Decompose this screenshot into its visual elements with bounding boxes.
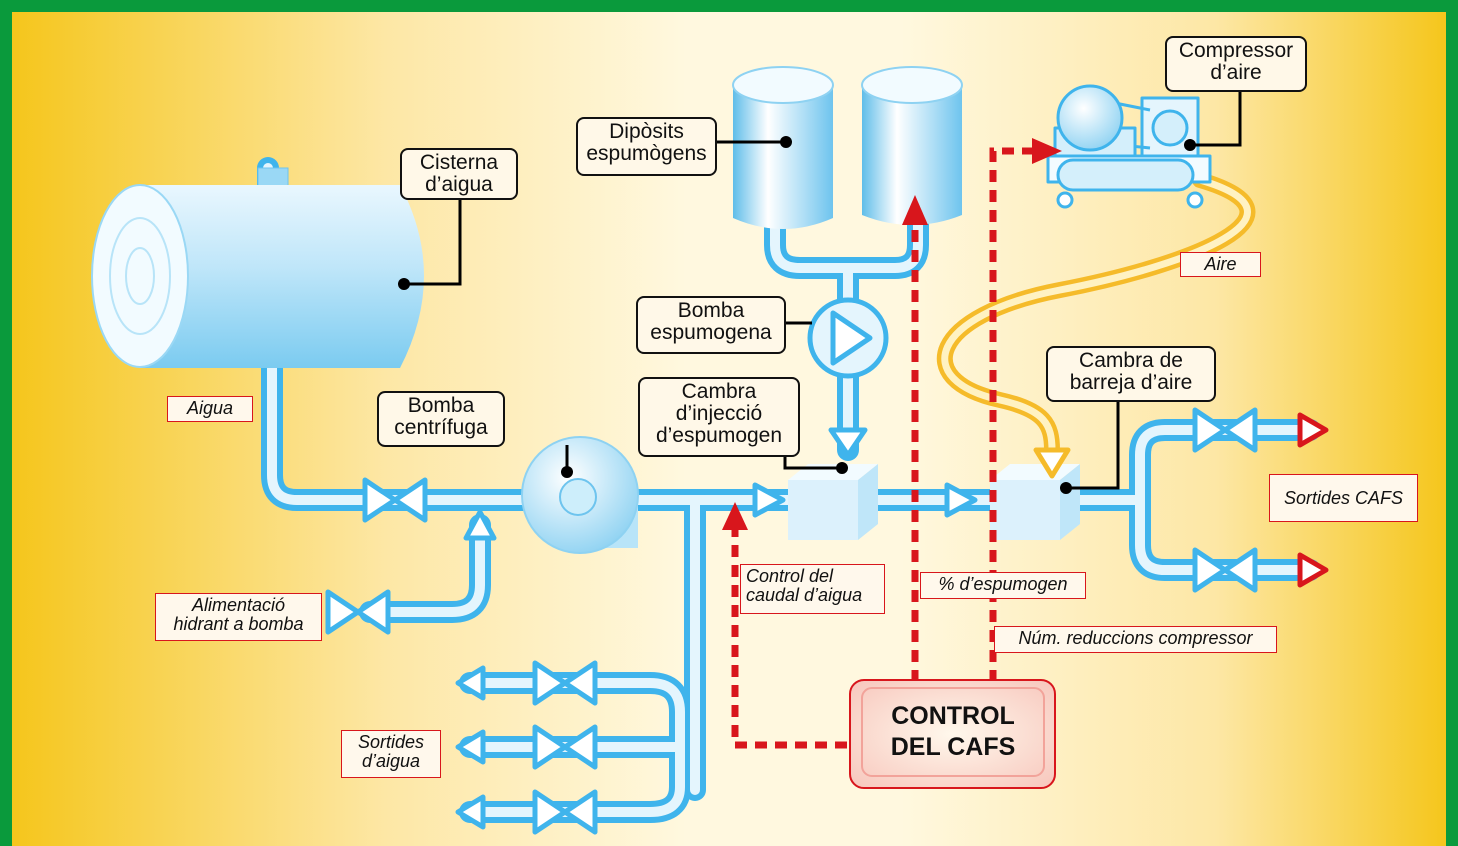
- tag-water-flow-control: Control del caudal d’aigua: [740, 564, 885, 614]
- tag-water-outlets-line2: d’aigua: [361, 750, 421, 771]
- foam-pump-symbol: [807, 297, 889, 379]
- tag-compressor-reductions: Núm. reduccions compressor: [994, 626, 1277, 653]
- label-foam-tanks-line2: espumògens: [586, 142, 707, 166]
- label-mixing-chamber: Cambra de barreja d’aire: [1046, 346, 1216, 402]
- label-cistern: Cisterna d’aigua: [400, 148, 518, 200]
- tag-water-text: Aigua: [186, 398, 234, 418]
- flow-arrows: [455, 427, 978, 830]
- cafs-outlet-arrows: [1297, 412, 1329, 588]
- label-foam-pump-line1: Bomba: [677, 299, 745, 322]
- label-centrifugal-pump-line1: Bomba: [407, 394, 475, 417]
- tag-hydrant-feed: Alimentació hidrant a bomba: [155, 593, 322, 641]
- label-mixing-chamber-line1: Cambra de: [1079, 349, 1183, 372]
- label-centrifugal-pump: Bomba centrífuga: [377, 391, 505, 447]
- water-cistern: [91, 167, 424, 368]
- air-compressor: [1046, 84, 1212, 209]
- label-cistern-line2: d’aigua: [425, 173, 493, 197]
- tag-compressor-reductions-text: Núm. reduccions compressor: [1018, 628, 1253, 648]
- tag-foam-percent-text: % d’espumogen: [938, 574, 1068, 594]
- tag-water-outlets-line1: Sortides: [357, 732, 425, 752]
- label-injection-chamber: Cambra d’injecció d’espumogen: [638, 377, 800, 457]
- tag-hydrant-feed-line1: Alimentació: [191, 595, 286, 615]
- control-lines: [731, 147, 1040, 749]
- centrifugal-pump: [521, 436, 639, 554]
- control-box-shape: [849, 679, 1056, 789]
- label-foam-pump: Bomba espumogena: [636, 296, 786, 354]
- tag-foam-percent: % d’espumogen: [920, 572, 1086, 599]
- cafs-control-unit: CONTROL DEL CAFS: [862, 688, 1044, 776]
- air-inlet-arrow: [1033, 447, 1071, 479]
- control-arrowheads: [722, 138, 1062, 530]
- label-foam-pump-line2: espumogena: [650, 321, 772, 345]
- cafs-control-line2: DEL CAFS: [890, 733, 1016, 761]
- tag-hydrant-feed-line2: hidrant a bomba: [173, 613, 304, 634]
- tag-water-flow-control-line1: Control del: [746, 566, 834, 586]
- label-centrifugal-pump-line2: centrífuga: [394, 416, 488, 440]
- label-mixing-chamber-line2: barreja d’aire: [1069, 371, 1193, 395]
- tag-water-outlets: Sortides d’aigua: [341, 730, 441, 778]
- label-injection-chamber-line2: d’injecció: [675, 402, 763, 426]
- label-injection-chamber-line3: d’espumogen: [655, 424, 783, 448]
- tag-water: Aigua: [167, 396, 253, 422]
- label-air-compressor: Compressor d’aire: [1165, 36, 1307, 92]
- tag-air: Aire: [1180, 252, 1261, 277]
- tag-cafs-outlets: Sortides CAFS: [1269, 474, 1418, 522]
- label-cistern-line1: Cisterna: [419, 151, 499, 174]
- tag-cafs-outlets-text: Sortides CAFS: [1283, 487, 1404, 508]
- label-foam-tanks: Dipòsits espumògens: [576, 117, 717, 176]
- injection-chamber: [788, 464, 878, 540]
- tag-air-text: Aire: [1204, 254, 1237, 274]
- foam-tanks: [732, 66, 963, 229]
- leader-dots: [398, 136, 1196, 494]
- label-air-compressor-line2: d’aire: [1210, 61, 1262, 85]
- label-injection-chamber-line1: Cambra: [681, 380, 757, 403]
- mixing-chamber: [990, 464, 1080, 540]
- label-foam-tanks-line1: Dipòsits: [609, 120, 684, 143]
- label-air-compressor-line1: Compressor: [1178, 39, 1294, 62]
- tag-water-flow-control-line2: caudal d’aigua: [746, 584, 863, 605]
- cafs-control-line1: CONTROL: [891, 701, 1015, 730]
- leader-lines: [404, 92, 1242, 490]
